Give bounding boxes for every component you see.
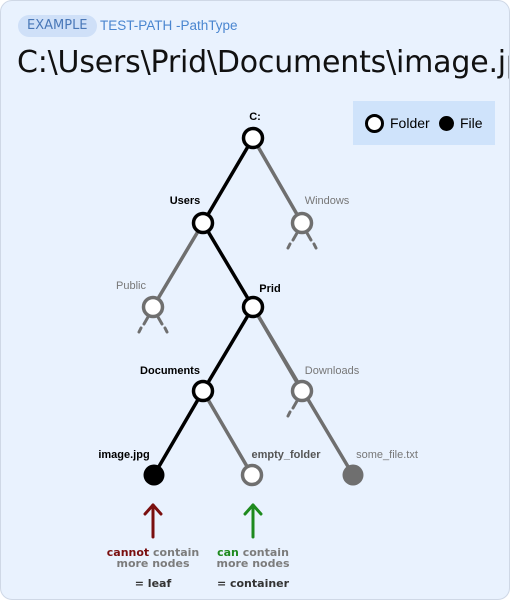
edge-users-prid (201, 221, 255, 309)
edge-documents-empty (201, 389, 254, 477)
edge-documents-image (152, 389, 205, 477)
label-prid: Prid (259, 283, 280, 295)
leaf-note-keyword: cannot (106, 546, 150, 559)
container-note-equals: = container (216, 577, 290, 590)
folder-node-downloads (290, 379, 314, 403)
container-arrow-icon (243, 503, 263, 539)
folder-node-windows (290, 211, 314, 235)
edge-prid-documents (201, 305, 255, 393)
leaf-arrow-icon (143, 503, 163, 539)
edge-c-windows (251, 136, 304, 225)
label-windows: Windows (305, 195, 350, 207)
label-c: C: (249, 111, 261, 123)
container-note-more: more nodes (216, 557, 290, 570)
legend: Folder File (353, 101, 495, 145)
folder-node-documents (191, 379, 215, 403)
folder-legend-icon (365, 114, 384, 133)
highlighted-path (152, 136, 255, 477)
label-empty-folder: empty_folder (251, 449, 321, 461)
container-note: can contain more nodes = container (197, 547, 309, 589)
leaf-note-contain: contain (153, 546, 200, 559)
edge-c-users (201, 136, 255, 225)
folder-legend-label: Folder (390, 115, 430, 131)
container-note-contain: contain (242, 546, 289, 559)
page-title: C:\Users\Prid\Documents\image.jpg (17, 45, 510, 80)
file-node-image (143, 464, 165, 486)
folder-node-empty (240, 463, 264, 487)
label-users: Users (170, 195, 201, 207)
stub-branches (137, 231, 318, 418)
example-badge: EXAMPLE (18, 15, 97, 37)
label-public: Public (116, 280, 146, 292)
label-downloads: Downloads (305, 365, 360, 377)
label-image: image.jpg (98, 449, 149, 461)
file-legend-icon (439, 116, 454, 131)
label-documents: Documents (140, 365, 200, 377)
label-some-file: some_file.txt (356, 449, 418, 461)
command-name: TEST-PATH -PathType (100, 18, 238, 33)
edge-users-public (151, 221, 205, 309)
folder-node-prid (241, 295, 265, 319)
file-node-somefile (342, 464, 364, 486)
leaf-note: cannot contain more nodes = leaf (97, 547, 209, 589)
leaf-note-equals: = leaf (134, 577, 172, 590)
folder-node-users (191, 211, 215, 235)
folder-node-public (141, 295, 165, 319)
leaf-note-more: more nodes (116, 557, 190, 570)
container-note-keyword: can (217, 546, 239, 559)
folder-node-c (241, 126, 265, 150)
file-legend-label: File (460, 115, 483, 131)
